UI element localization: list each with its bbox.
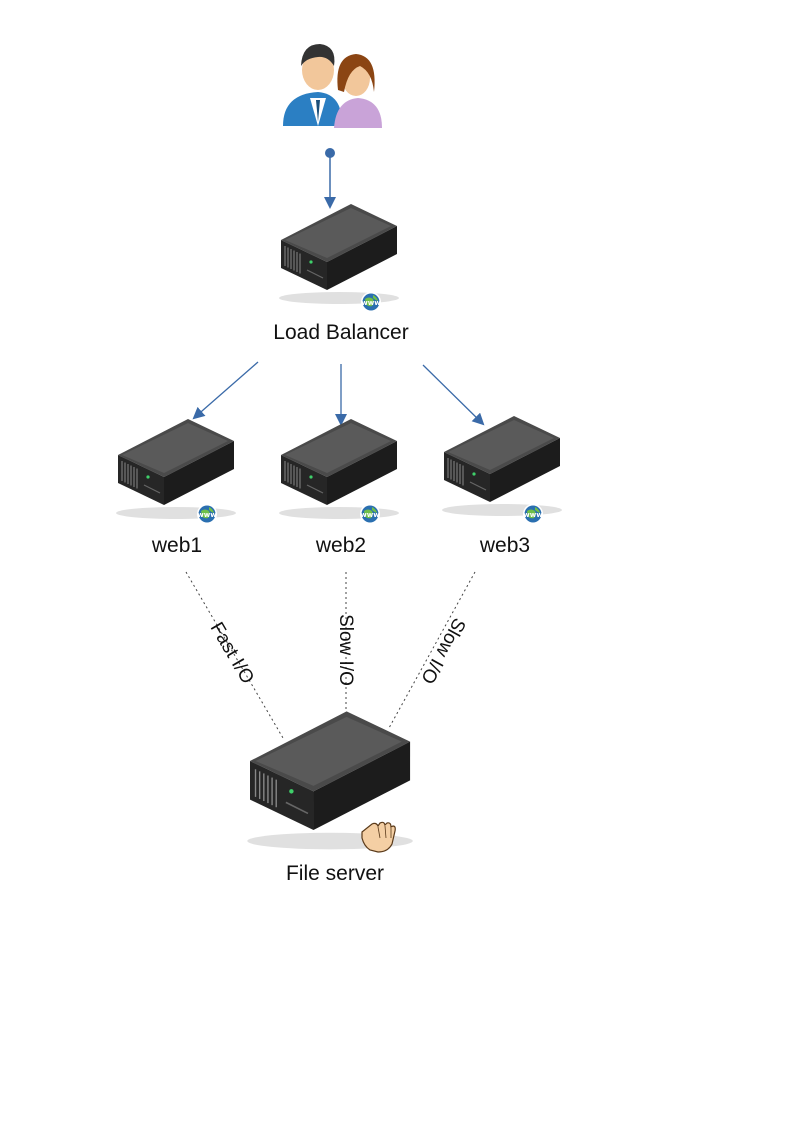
load-balancer-to-web3-arrow xyxy=(422,364,485,426)
load-balancer-label: Load Balancer xyxy=(273,321,408,344)
web1-server-icon xyxy=(115,418,237,520)
web3-server-icon xyxy=(441,415,563,517)
web2-label: web2 xyxy=(315,534,366,557)
web2-to-file-server-link: Slow I/O xyxy=(335,572,356,730)
web2-server-icon xyxy=(278,418,400,520)
users-icon xyxy=(283,44,382,128)
web2-link-label: Slow I/O xyxy=(335,614,356,686)
web3-to-file-server-link: Slow I/O xyxy=(388,571,476,729)
hand-icon xyxy=(361,821,396,853)
load-balancer-to-web1-arrow xyxy=(192,361,259,420)
file-server-label: File server xyxy=(286,862,384,885)
web1-label: web1 xyxy=(151,534,202,557)
web1-to-file-server-link: Fast I/O xyxy=(185,571,284,739)
globe-icon xyxy=(360,504,381,524)
load-balancer-node: Load Balancer xyxy=(273,203,409,344)
web3-link-label: Slow I/O xyxy=(416,614,469,687)
load-balancer-server-icon xyxy=(278,203,400,305)
web2-node: web2 xyxy=(278,418,400,557)
web3-label: web3 xyxy=(479,534,530,557)
file-server-node: File server xyxy=(246,710,414,885)
web3-node: web3 xyxy=(441,415,563,557)
web1-link-label: Fast I/O xyxy=(206,619,258,688)
web1-node: web1 xyxy=(115,418,237,557)
globe-icon xyxy=(197,504,218,524)
users-to-load-balancer-arrow xyxy=(324,148,336,209)
